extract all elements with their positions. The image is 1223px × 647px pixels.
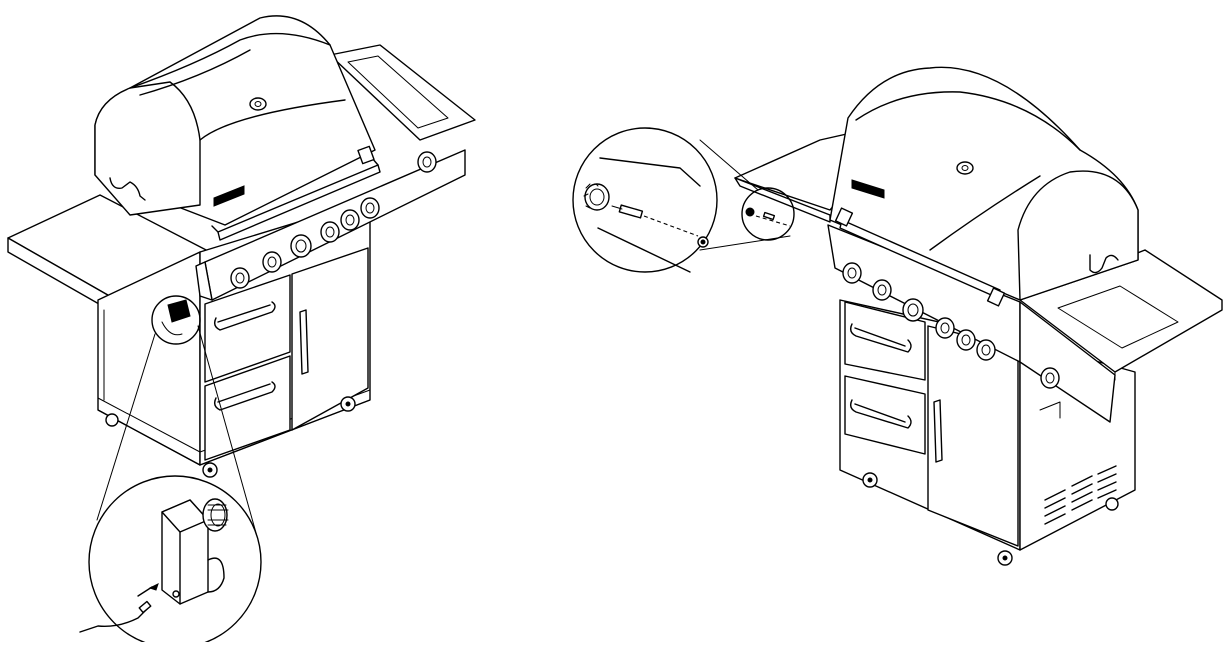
left-brand-badge <box>213 185 245 207</box>
igniter-button <box>583 183 610 211</box>
left-callout-source <box>96 295 259 541</box>
left-grill-hood <box>94 15 381 241</box>
right-control-panel <box>827 224 1116 423</box>
right-grill-hood <box>829 66 1139 307</box>
ignition-wire <box>79 583 180 633</box>
left-grill <box>7 15 476 647</box>
right-detail-callout <box>572 127 718 273</box>
electrode-pin <box>611 204 699 237</box>
right-side-vents <box>1044 465 1117 525</box>
igniter-module <box>161 498 229 605</box>
left-right-side-shelf <box>329 44 476 141</box>
right-knobs[interactable] <box>842 262 1060 389</box>
right-brand-badge <box>851 179 885 199</box>
left-drawer-lower[interactable] <box>204 355 291 461</box>
left-detail-callout <box>79 475 262 647</box>
right-callout-source <box>699 139 795 251</box>
left-drawer-upper[interactable] <box>204 274 291 383</box>
right-grill <box>572 66 1223 566</box>
left-knobs[interactable] <box>230 151 437 289</box>
left-casters <box>105 396 356 478</box>
right-casters <box>862 472 1119 566</box>
right-drawer-upper[interactable] <box>844 301 926 381</box>
left-cabinet-door[interactable] <box>291 247 369 431</box>
left-control-panel <box>195 149 466 301</box>
